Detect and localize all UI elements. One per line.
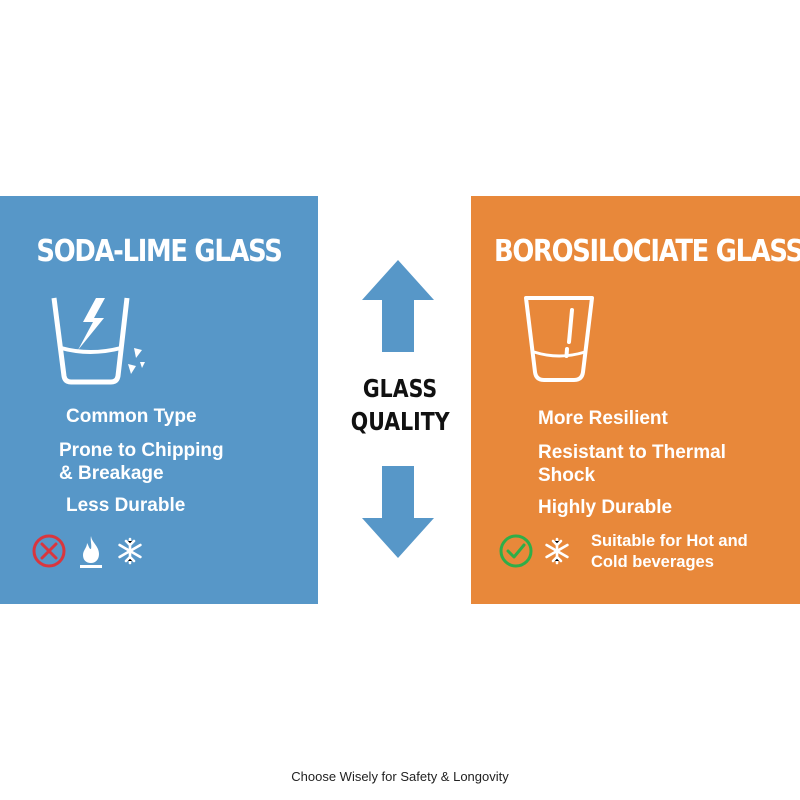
soda-lime-panel: SODA-LIME GLASS Common Type Prone to Chi… [0,196,318,604]
soda-lime-icon-row [31,533,145,569]
borosilicate-icon-row [498,533,572,569]
cross-circle-icon [32,534,66,568]
feature-prone-chipping: Prone to Chipping [59,440,224,461]
borosilicate-panel: BOROSILOCIATE GLASS More Resilient Resis… [471,196,800,604]
feature-highly-durable: Highly Durable [538,497,673,518]
feature-shock: Shock [538,465,596,486]
glass-quality-line2: QUALITY [350,407,450,436]
feature-less-durable: Less Durable [66,495,186,516]
snowflake-icon [545,537,569,565]
glass-quality-line1: GLASS [362,374,438,403]
feature-breakage: & Breakage [59,463,164,484]
suitability-note: Suitable for Hot and Cold beverages [591,531,748,573]
arrow-down-icon [362,466,434,558]
feature-thermal: Resistant to Thermal [538,442,726,463]
snowflake-icon [118,537,142,565]
suitability-line2: Cold beverages [591,553,714,571]
glass-quality-label: GLASS QUALITY [350,372,450,438]
flame-icon [80,536,102,568]
feature-more-resilient: More Resilient [538,408,668,429]
suitability-line1: Suitable for Hot and [591,532,748,550]
intact-glass-icon [524,296,594,382]
soda-lime-title: SODA-LIME GLASS [36,234,282,269]
check-circle-icon [499,534,533,568]
feature-common-type: Common Type [66,406,197,427]
arrow-up-icon [362,260,434,352]
footer-tagline: Choose Wisely for Safety & Longovity [291,769,509,784]
broken-glass-icon [51,297,145,385]
borosilicate-title: BOROSILOCIATE GLASS [494,234,800,269]
